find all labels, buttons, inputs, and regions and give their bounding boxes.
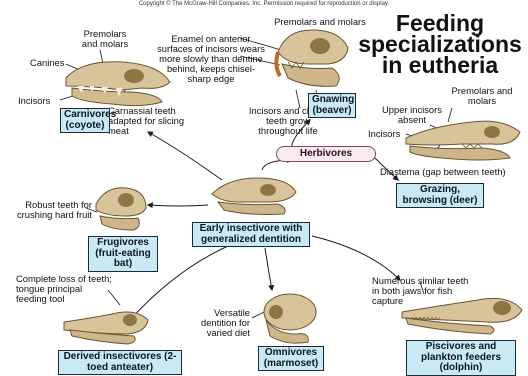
beaver-skull-image: [268, 22, 354, 92]
anteater-loss-label: Complete loss of teeth; tongue principal…: [16, 274, 112, 304]
beaver-enamel-label: Enamel on anterior surfaces of incisors …: [156, 34, 266, 84]
beaver-premolars-label: Premolars and molars: [272, 17, 368, 27]
deer-incisors-label: Incisors: [368, 129, 400, 139]
derived-insectivores-box: Derived insectivores (2-toed anteater): [58, 350, 182, 375]
deer-premolars-label: Premolars and molars: [446, 86, 518, 106]
early-insectivore-box: Early insectivore with generalized denti…: [192, 222, 310, 247]
coyote-incisors-label: Incisors: [18, 96, 50, 106]
bat-robust-label: Robust teeth for crushing hard fruit: [14, 200, 92, 220]
deer-diastema-label: Diastema (gap between teeth): [380, 167, 520, 177]
anteater-skull-image: [62, 300, 152, 348]
frugivores-box: Frugivores (fruit-eating bat): [88, 236, 158, 272]
marmoset-skull-image: [256, 290, 318, 346]
page-title: Feeding specializations in eutheria: [350, 13, 528, 76]
deer-upper-incisors-label: Upper incisors absent: [376, 105, 448, 125]
early-insectivore-skull-image: [208, 170, 300, 218]
fruit-bat-skull-image: [92, 182, 150, 232]
herbivores-node: Herbivores: [276, 146, 376, 162]
gnawing-box: Gnawing (beaver): [308, 93, 356, 118]
omnivores-box: Omnivores (marmoset): [258, 346, 324, 371]
carnivores-box: Carnivores (coyote): [60, 108, 110, 133]
coyote-canines-label: Canines: [30, 58, 64, 68]
dolphin-numerous-label: Numerous similar teeth in both jaws for …: [372, 276, 470, 306]
grazing-box: Grazing, browsing (deer): [396, 183, 484, 208]
marmoset-versatile-label: Versatile dentition for varied diet: [198, 308, 250, 338]
coyote-carnassial-label: Carnassial teeth adapted for slicing mea…: [108, 106, 190, 136]
piscivores-box: Piscivores and plankton feeders (dolphin…: [406, 340, 516, 376]
coyote-premolars-label: Premolars and molars: [78, 29, 132, 49]
copyright-notice: Copyright © The McGraw-Hill Companies, I…: [0, 1, 528, 7]
